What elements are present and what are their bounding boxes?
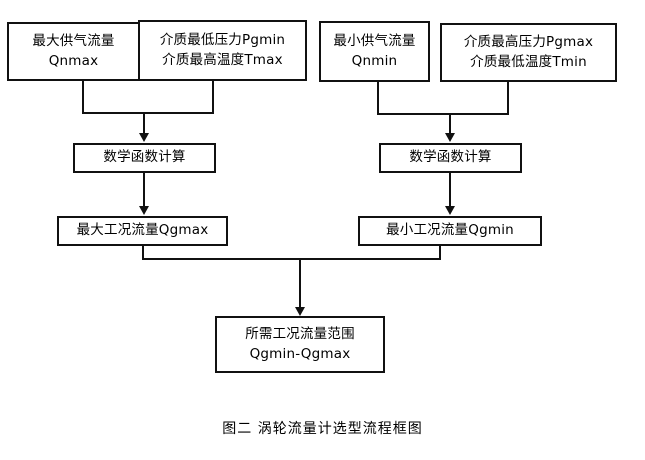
node-min-supply-flow: 最小供气流量 Qnmin [319, 21, 430, 82]
arrowhead-to-qgmin [445, 206, 455, 215]
arrowhead-to-calc-left [139, 133, 149, 142]
edge-qnmin-down [377, 82, 379, 115]
node-line-1: 数学函数计算 [409, 149, 492, 166]
figure-caption: 图二 涡轮流量计选型流程框图 [222, 421, 423, 437]
node-line-1: 数学函数计算 [103, 149, 186, 166]
edge-qnmax-down [82, 81, 84, 114]
node-line-2: Qnmax [48, 52, 99, 69]
node-line-1: 所需工况流量范围 [245, 325, 355, 342]
node-line-1: 最大供气流量 [32, 32, 115, 49]
arrowhead-to-qgmax [139, 206, 149, 215]
edge-pgmin-down [212, 81, 214, 114]
edge-calc-left-to-qgmax [143, 173, 145, 207]
edge-qgmax-down [142, 246, 144, 260]
edge-final-merge-bar [142, 258, 441, 260]
edge-right-merge-bar [377, 113, 509, 115]
node-line-1: 最大工况流量Qgmax [76, 222, 209, 239]
node-line-2: Qgmin-Qgmax [249, 345, 351, 362]
node-line-2: 介质最高温度Tmax [162, 51, 283, 68]
node-math-function-calc-right: 数学函数计算 [379, 143, 522, 173]
node-line-1: 最小工况流量Qgmin [386, 222, 514, 239]
arrowhead-to-range [295, 307, 305, 316]
node-line-1: 最小供气流量 [333, 32, 416, 49]
edge-qgmin-down [439, 246, 441, 260]
node-line-1: 介质最高压力Pgmax [463, 33, 594, 50]
node-max-supply-flow: 最大供气流量 Qnmax [7, 22, 140, 81]
node-line-2: Qnmin [351, 52, 398, 69]
edge-left-merge-drop [143, 112, 145, 135]
node-math-function-calc-left: 数学函数计算 [73, 143, 216, 173]
edge-final-merge-drop [299, 258, 301, 309]
node-line-2: 介质最低温度Tmin [470, 53, 587, 70]
edge-pgmax-down [507, 82, 509, 115]
edge-calc-right-to-qgmin [449, 173, 451, 207]
node-max-pressure-min-temp: 介质最高压力Pgmax 介质最低温度Tmin [440, 23, 617, 82]
edge-left-merge-bar [82, 112, 214, 114]
node-max-working-flow-qgmax: 最大工况流量Qgmax [57, 216, 228, 246]
node-min-pressure-max-temp: 介质最低压力Pgmin 介质最高温度Tmax [138, 20, 307, 81]
edge-right-merge-drop [449, 113, 451, 135]
node-required-working-flow-range: 所需工况流量范围 Qgmin-Qgmax [215, 316, 385, 373]
node-min-working-flow-qgmin: 最小工况流量Qgmin [358, 216, 542, 246]
node-line-1: 介质最低压力Pgmin [159, 31, 286, 48]
arrowhead-to-calc-right [445, 133, 455, 142]
